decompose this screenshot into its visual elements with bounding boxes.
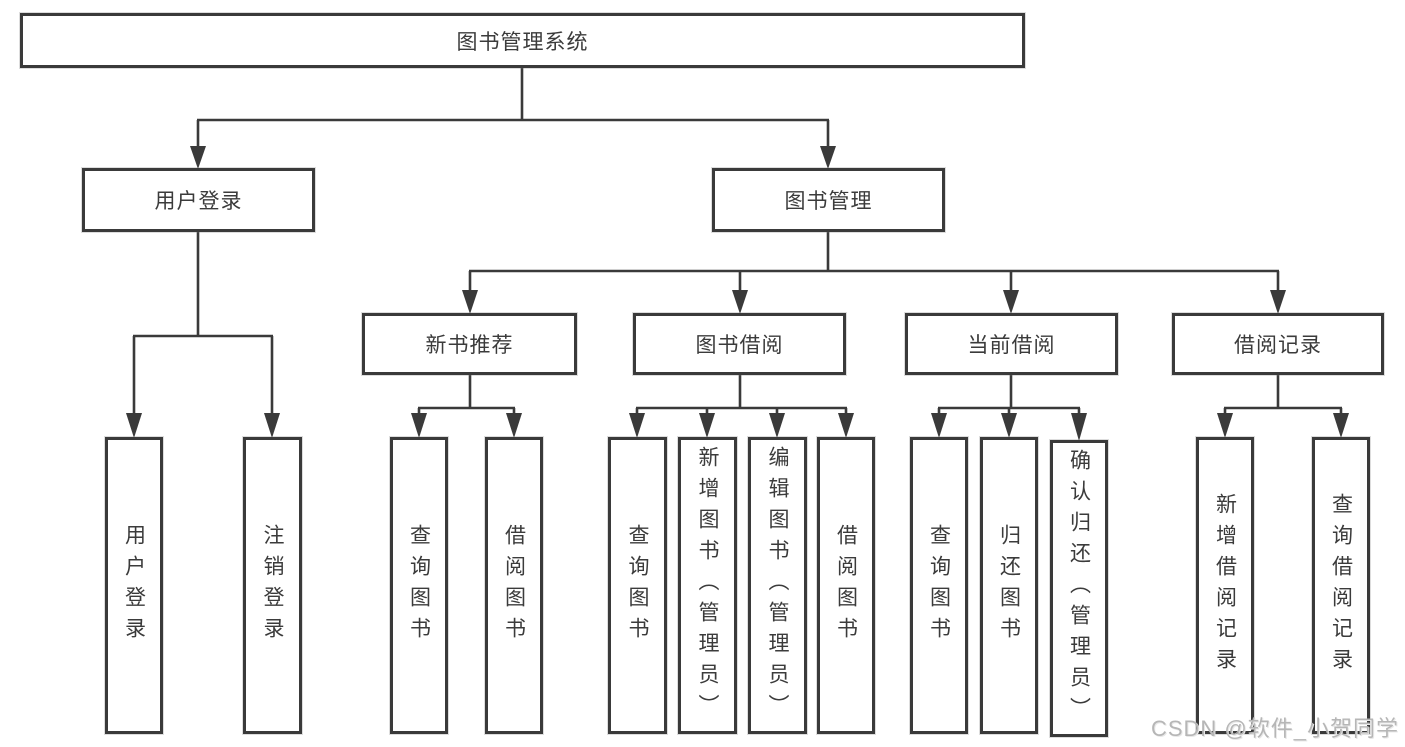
node-label: 查询图书	[626, 523, 649, 648]
leaf-borrow-books-2: 借阅图书	[817, 437, 875, 734]
leaf-confirm-return-admin: 确认归还（管理员）	[1050, 440, 1108, 737]
connector-book-borrow	[629, 373, 854, 438]
node-label: 图书管理系统	[456, 30, 589, 54]
node-book-management: 图书管理	[712, 168, 945, 232]
leaf-borrow-books-1: 借阅图书	[485, 437, 543, 734]
node-new-book-recommend: 新书推荐	[362, 313, 577, 375]
leaf-add-borrow-record: 新增借阅记录	[1196, 437, 1254, 734]
node-label: 用户登录	[154, 190, 243, 213]
leaf-query-books-1: 查询图书	[390, 437, 448, 734]
node-label: 查询借阅记录	[1329, 492, 1353, 679]
leaf-query-books-2: 查询图书	[608, 437, 667, 734]
node-label: 归还图书	[997, 523, 1021, 648]
node-label: 注销登录	[261, 523, 284, 648]
leaf-add-book-admin: 新增图书（管理员）	[678, 437, 737, 734]
node-book-borrow: 图书借阅	[633, 313, 846, 375]
node-label: 查询图书	[927, 523, 951, 648]
csdn-watermark: CSDN @软件_小贺同学	[1150, 716, 1399, 741]
node-label: 借阅图书	[502, 523, 526, 648]
node-label: 借阅记录	[1234, 334, 1322, 357]
node-user-login: 用户登录	[82, 168, 315, 232]
node-label: 查询图书	[407, 523, 431, 648]
node-label: 借阅图书	[834, 523, 858, 648]
connector-current-borrow	[931, 373, 1087, 441]
node-label: 图书借阅	[695, 334, 784, 357]
connector-new-book-recommend	[411, 373, 522, 438]
leaf-logout: 注销登录	[243, 437, 302, 734]
connector-user-login	[126, 230, 280, 438]
leaf-query-borrow-record: 查询借阅记录	[1312, 437, 1370, 734]
node-label: 确认归还（管理员）	[1067, 449, 1091, 728]
node-label: 图书管理	[784, 190, 873, 213]
node-label: 编辑图书（管理员）	[766, 446, 789, 725]
node-borrow-records: 借阅记录	[1172, 313, 1384, 375]
node-label: 当前借阅	[967, 334, 1056, 357]
leaf-edit-book-admin: 编辑图书（管理员）	[748, 437, 807, 734]
leaf-return-books: 归还图书	[980, 437, 1038, 734]
leaf-query-books-3: 查询图书	[910, 437, 968, 734]
node-label: 新增借阅记录	[1213, 492, 1237, 679]
node-label: 新增图书（管理员）	[696, 446, 719, 725]
node-label: 用户登录	[122, 523, 146, 648]
connector-borrow-records	[1217, 373, 1349, 438]
leaf-user-login: 用户登录	[105, 437, 163, 734]
connector-root	[190, 66, 836, 169]
connector-book-management	[462, 230, 1286, 314]
node-label: 新书推荐	[425, 334, 514, 357]
node-root-system: 图书管理系统	[20, 13, 1025, 68]
node-current-borrow: 当前借阅	[905, 313, 1118, 375]
